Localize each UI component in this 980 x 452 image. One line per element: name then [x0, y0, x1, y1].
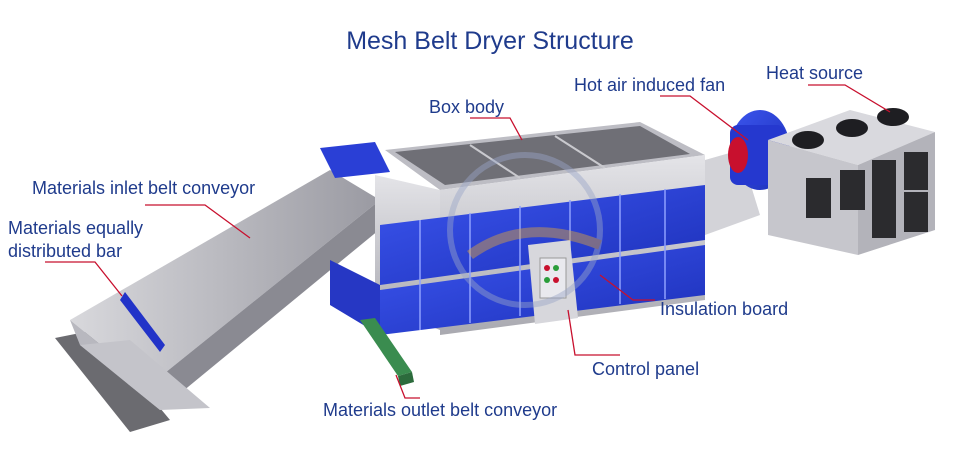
leader-outlet-conveyor [395, 374, 420, 399]
leader-box-body [470, 117, 523, 141]
leader-distributed-bar [45, 261, 123, 297]
label-insulation-board: Insulation board [660, 299, 789, 319]
outlet-belt-conveyor [360, 318, 414, 386]
leader-heat-source [808, 84, 891, 113]
label-heat-source: Heat source [766, 63, 864, 83]
leader-hot-air-fan [660, 95, 749, 141]
label-hot-air-fan: Hot air induced fan [574, 75, 726, 95]
leader-insulation-board [599, 274, 655, 301]
label-outlet-conveyor: Materials outlet belt conveyor [323, 400, 558, 420]
control-panel [528, 240, 578, 324]
label-inlet-conveyor: Materials inlet belt conveyor [32, 178, 256, 198]
label-control-panel: Control panel [592, 359, 700, 379]
leader-control-panel [567, 309, 620, 356]
label-box-body: Box body [429, 97, 505, 117]
leader-lines [45, 84, 891, 399]
heat-source [768, 108, 935, 255]
diagram-title: Mesh Belt Dryer Structure [346, 27, 634, 55]
inlet-belt-conveyor [70, 142, 390, 410]
watermark-logo [447, 152, 603, 308]
leader-inlet-conveyor [145, 204, 251, 239]
label-distributed-bar-line2: distributed bar [8, 241, 123, 261]
floor-shadow [55, 330, 170, 432]
label-distributed-bar-line1: Materials equally [8, 218, 144, 238]
